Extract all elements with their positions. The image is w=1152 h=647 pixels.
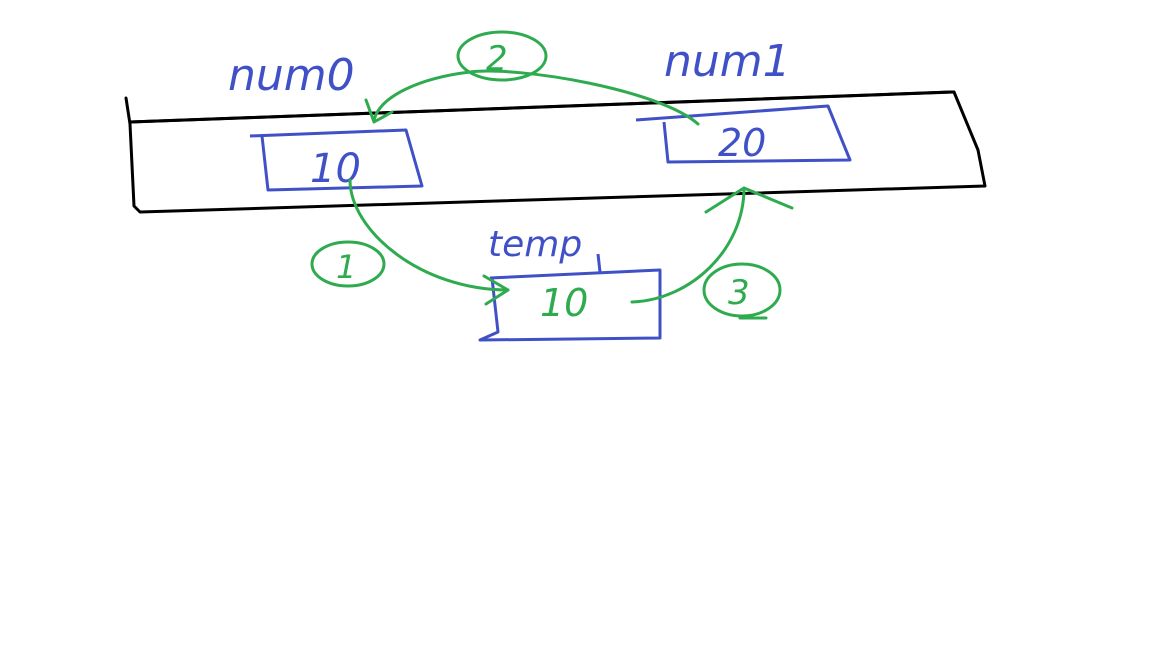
array-container: [124, 90, 987, 214]
step-3-label: 3: [728, 273, 750, 313]
num0-label: num0: [228, 50, 355, 101]
temp-cell: temp 10: [478, 224, 662, 342]
step-3-circle: [702, 262, 782, 318]
step-1-label: 1: [336, 248, 356, 286]
temp-label: temp: [488, 224, 582, 265]
step-2-arrow: 2: [364, 30, 700, 126]
num0-cell: num0 10: [228, 50, 424, 192]
temp-value: 10: [540, 281, 588, 325]
num1-label: num1: [664, 36, 791, 87]
step-1-circle: [310, 240, 386, 288]
step-2-label: 2: [486, 39, 508, 79]
num1-cell: num1 20: [635, 36, 852, 165]
num1-value: 20: [718, 121, 766, 165]
step-1-arrow: 1: [310, 178, 510, 306]
step-3-arrow: 3: [630, 186, 794, 320]
step-2-circle: [456, 30, 548, 82]
num0-value: 10: [310, 146, 361, 192]
